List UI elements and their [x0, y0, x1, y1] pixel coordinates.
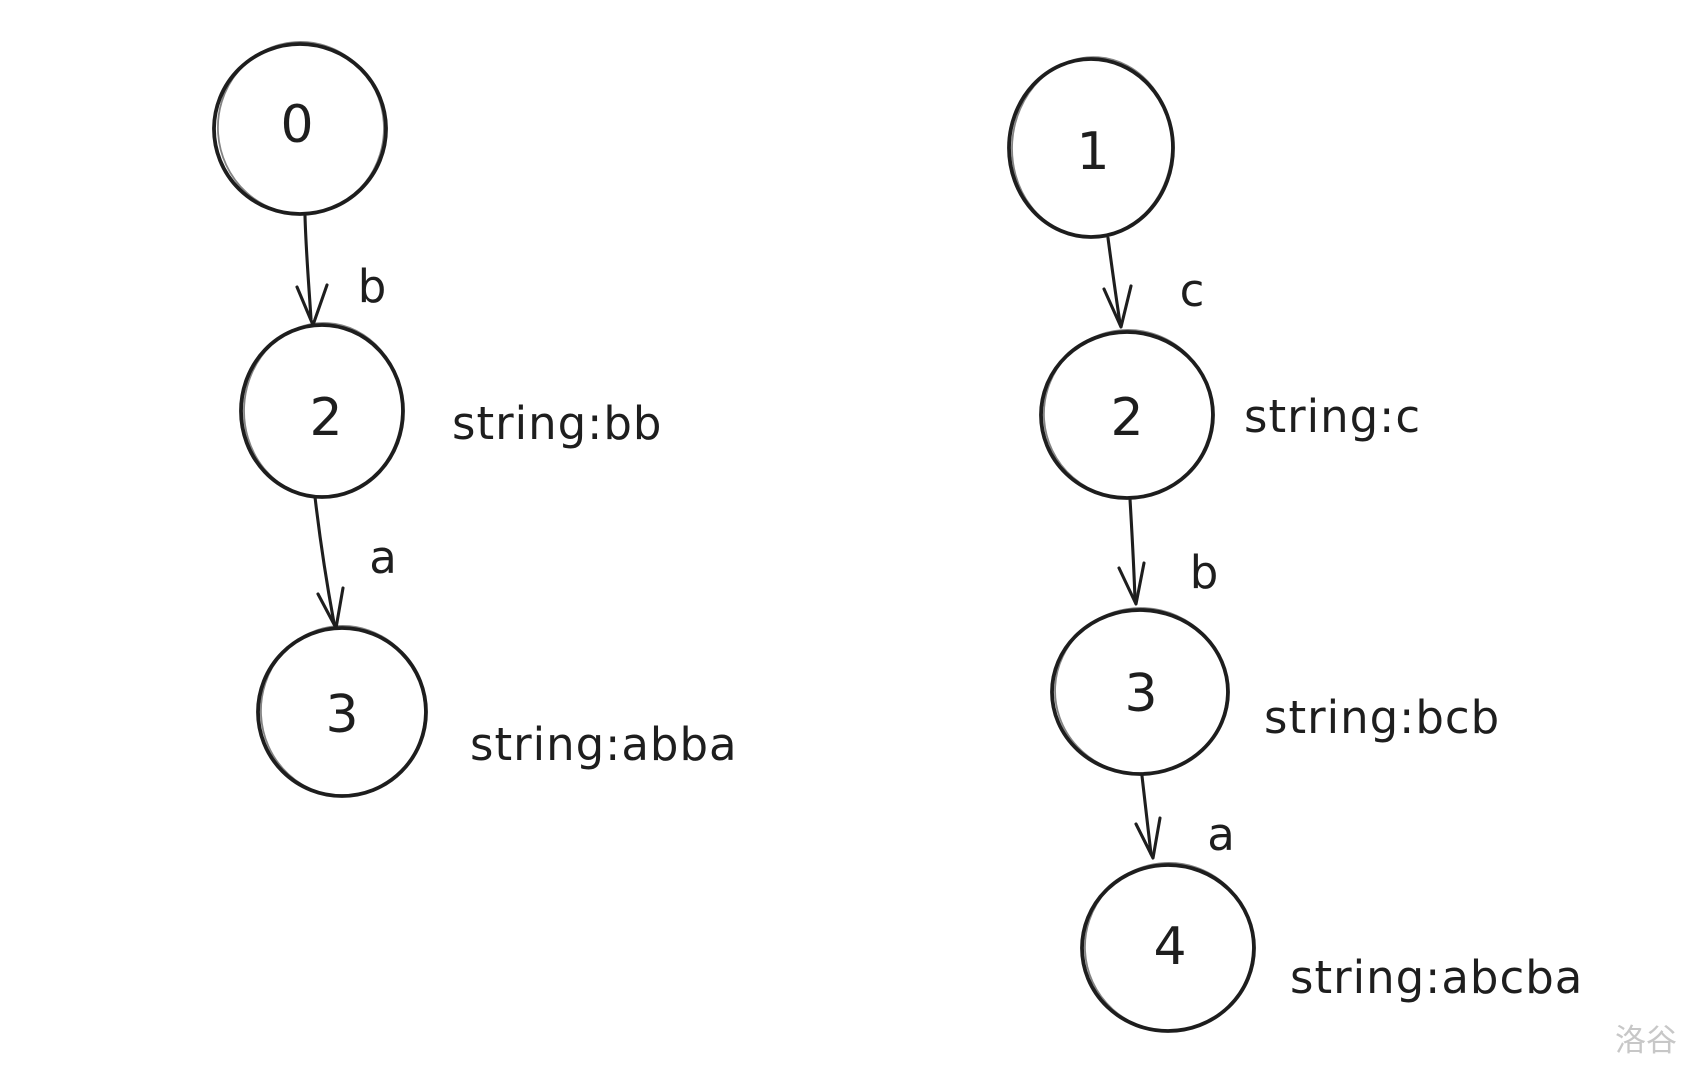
left-edge-0-2-arrowhead	[295, 283, 329, 327]
right-node-3-annotation: string:bcb	[1264, 691, 1500, 744]
right-node-3-circle-sketch	[1054, 607, 1228, 775]
left-node-0-label: 0	[280, 95, 313, 155]
right-edge-1-2-arrowhead	[1102, 284, 1133, 329]
left-graph: 0 b 2 string:bb a 3	[212, 41, 738, 798]
right-graph: 1 c 2 string:c b 3 s	[1007, 56, 1583, 1033]
left-node-0: 0	[212, 41, 388, 216]
left-node-3-label: 3	[325, 685, 358, 745]
left-edge-2-3-label: a	[369, 531, 397, 584]
right-node-3: 3 string:bcb	[1050, 607, 1500, 776]
right-node-1: 1	[1007, 56, 1175, 239]
left-edge-0-2-label: b	[358, 260, 387, 313]
left-node-3-circle-sketch	[260, 625, 426, 797]
right-node-4-label: 4	[1153, 917, 1186, 977]
right-edge-3-4: a	[1134, 774, 1235, 861]
right-node-1-label: 1	[1076, 122, 1109, 182]
right-node-2-circle-sketch	[1043, 329, 1213, 499]
right-node-2: 2 string:c	[1039, 329, 1421, 500]
right-edge-3-4-shaft	[1140, 774, 1153, 856]
right-node-4-circle-sketch	[1084, 862, 1254, 1032]
left-edge-0-2: b	[295, 214, 387, 327]
right-node-2-label: 2	[1110, 388, 1143, 448]
right-node-2-annotation: string:c	[1244, 390, 1421, 443]
right-node-3-label: 3	[1124, 664, 1157, 724]
right-edge-3-4-label: a	[1207, 808, 1235, 861]
left-edge-2-3-shaft	[313, 495, 336, 625]
right-edge-1-2-label: c	[1180, 264, 1205, 317]
left-node-0-circle-sketch	[217, 41, 385, 215]
right-edge-2-3: b	[1117, 497, 1219, 606]
right-edge-1-2: c	[1102, 236, 1205, 329]
left-edge-2-3: a	[313, 495, 397, 630]
left-node-3: 3 string:abba	[256, 625, 738, 798]
right-edge-2-3-shaft	[1128, 497, 1137, 602]
right-node-4-annotation: string:abcba	[1290, 951, 1583, 1004]
left-node-2-circle-sketch	[243, 322, 403, 498]
left-node-3-annotation: string:abba	[470, 718, 738, 771]
right-node-4: 4 string:abcba	[1080, 862, 1583, 1033]
luogu-watermark: 洛谷	[1615, 1023, 1677, 1059]
left-node-2-label: 2	[309, 388, 342, 448]
right-edge-2-3-arrowhead	[1117, 561, 1146, 606]
right-edge-1-2-shaft	[1106, 236, 1122, 325]
right-edge-2-3-label: b	[1190, 546, 1219, 599]
right-edge-3-4-arrowhead	[1134, 816, 1162, 860]
right-node-1-circle-sketch	[1011, 56, 1174, 238]
left-node-2: 2 string:bb	[239, 322, 662, 499]
left-edge-0-2-shaft	[303, 214, 313, 321]
left-node-2-annotation: string:bb	[452, 397, 662, 450]
